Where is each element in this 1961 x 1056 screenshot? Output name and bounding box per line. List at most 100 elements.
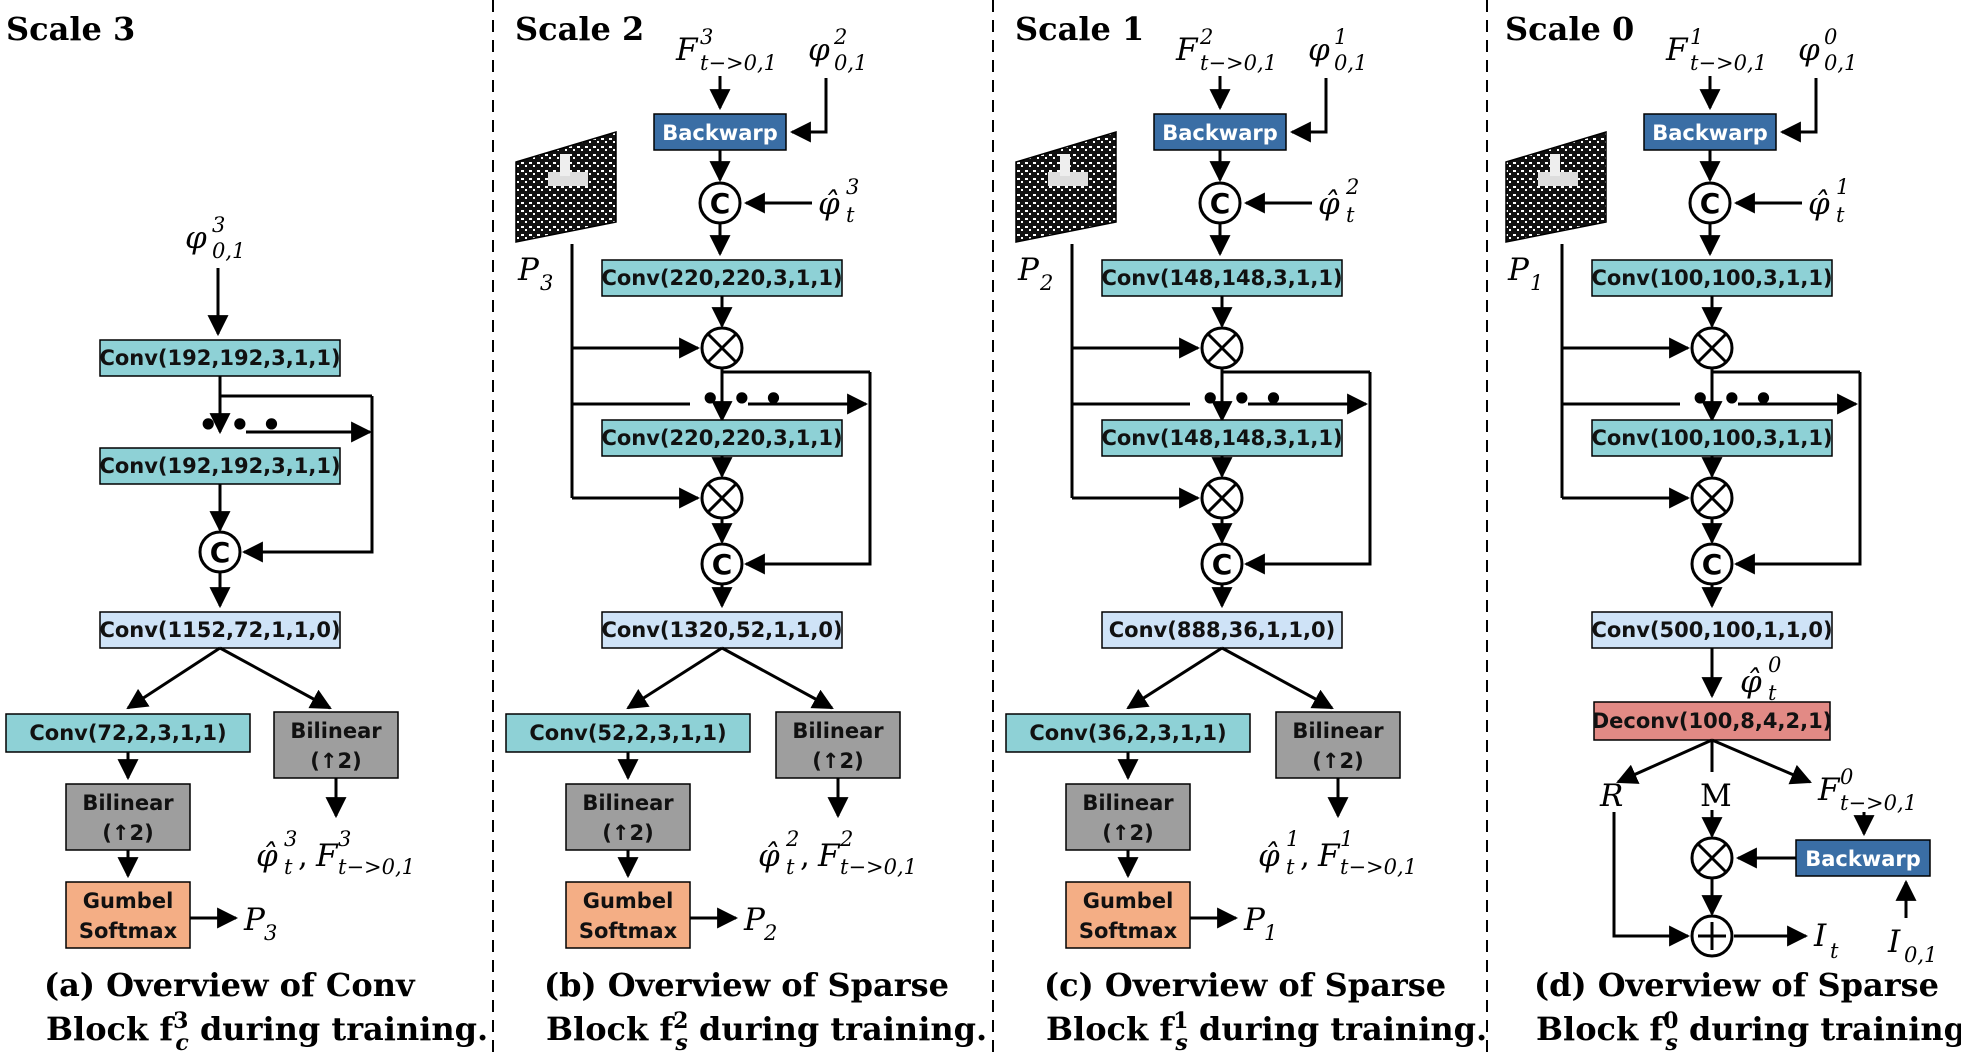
svg-text:0,1: 0,1 [1824, 51, 1857, 75]
conv-block-2-label: Conv(192,192,3,1,1) [99, 454, 340, 478]
ellipsis: • • • [700, 380, 784, 418]
svg-text:I: I [1887, 924, 1901, 960]
svg-text:(↑2): (↑2) [602, 821, 653, 845]
p-output-label: P [243, 902, 266, 938]
svg-text:t: t [786, 855, 795, 879]
conv-block-2 [1101, 419, 1343, 457]
svg-text:Softmax: Softmax [1079, 919, 1178, 943]
conv-out-label: Conv(1152,72,1,1,0) [99, 618, 340, 642]
caption-line-1: (a) Overview of Conv [44, 966, 416, 1004]
svg-text:C: C [1210, 187, 1231, 220]
svg-text:φ: φ [808, 32, 830, 68]
p-output-sub: 2 [763, 921, 777, 945]
caption-line-1: (b) Overview of Sparse [544, 966, 949, 1004]
svg-text:φ̂: φ̂ [256, 838, 278, 874]
svg-text:(↑2): (↑2) [1102, 821, 1153, 845]
svg-text:φ̂: φ̂ [1740, 664, 1762, 700]
svg-text:F: F [817, 838, 841, 874]
ellipsis: • • • [1200, 380, 1284, 418]
gumbel-label-2: Softmax [79, 919, 178, 943]
svg-text:3: 3 [700, 25, 713, 49]
svg-text:1: 1 [1286, 827, 1299, 851]
svg-text:2: 2 [839, 827, 853, 851]
f-input-label: F 2 t−>0,1 [1175, 25, 1277, 75]
conv-out-block [1101, 611, 1343, 649]
deconv-block [1593, 701, 1831, 741]
bilinear-flow-up: (↑2) [310, 749, 361, 773]
svg-text:,: , [298, 838, 308, 874]
svg-text:φ: φ [1308, 32, 1330, 68]
scale-title: Scale 3 [6, 10, 135, 48]
panel-scale-1: Scale 1 F 2 t−>0,1 φ 1 0,1 Backwarp C φ̂… [1005, 10, 1487, 1056]
gumbel-softmax-block [65, 881, 191, 949]
f-input-label: F 3 t−>0,1 [675, 25, 777, 75]
gumbel-softmax-block [565, 881, 691, 949]
svg-text:φ: φ [1798, 32, 1820, 68]
output-phihat-flow: φ̂ 2 t , F 2 t−>0,1 [758, 827, 917, 879]
svg-text:1: 1 [1530, 271, 1543, 295]
f0-label: F 0 t−>0,1 [1817, 765, 1917, 815]
p-output-label: P [1243, 902, 1266, 938]
svg-text:Bilinear: Bilinear [1082, 791, 1174, 815]
svg-text:F: F [1317, 838, 1341, 874]
i-output-label: I t [1813, 918, 1839, 963]
p-input-label: P 2 [1017, 252, 1053, 295]
svg-text:C: C [1700, 187, 1721, 220]
backwarp-block-2 [1795, 839, 1931, 877]
svg-text:Deconv(100,8,4,2,1): Deconv(100,8,4,2,1) [1592, 709, 1833, 733]
r-label: R [1599, 778, 1623, 814]
svg-text:φ̂: φ̂ [818, 186, 840, 222]
ellipsis: • • • [198, 406, 282, 444]
svg-text:0: 0 [1840, 765, 1853, 789]
svg-text:Conv(148,148,3,1,1): Conv(148,148,3,1,1) [1101, 266, 1342, 290]
backwarp-block [1643, 113, 1777, 151]
svg-text:F: F [315, 838, 339, 874]
svg-text:Conv(52,2,3,1,1): Conv(52,2,3,1,1) [529, 721, 726, 745]
phihat-input-label: φ̂ 2 t [1318, 175, 1359, 227]
conv-block-1 [601, 259, 843, 297]
phihat0-label: φ̂ 0 t [1740, 653, 1781, 705]
conv-block-2 [601, 419, 843, 457]
svg-text:3: 3 [284, 827, 297, 851]
svg-text:φ̂: φ̂ [1318, 186, 1340, 222]
svg-text:C: C [712, 548, 733, 581]
concat-label: C [210, 536, 231, 569]
svg-text:t: t [1830, 939, 1839, 963]
svg-text:φ̂: φ̂ [1808, 186, 1830, 222]
panel-scale-2: Scale 2 F 3 t−>0,1 φ 2 0,1 Backwarp C φ̂… [505, 10, 987, 1056]
svg-text:2: 2 [1039, 271, 1053, 295]
svg-text:P: P [1507, 252, 1530, 288]
conv-block-2 [1591, 419, 1833, 457]
svg-text:t−>0,1: t−>0,1 [1690, 51, 1767, 75]
conv-block-2 [99, 447, 341, 485]
svg-text:t−>0,1: t−>0,1 [1840, 791, 1917, 815]
svg-text:Gumbel: Gumbel [1083, 889, 1174, 913]
phi-input-label: φ 2 0,1 [808, 25, 867, 75]
svg-text:Conv(100,100,3,1,1): Conv(100,100,3,1,1) [1591, 426, 1832, 450]
phi-input-label: φ 0 0,1 [1798, 25, 1857, 75]
svg-text:1: 1 [1334, 25, 1347, 49]
svg-text:C: C [1212, 548, 1233, 581]
svg-text:C: C [1702, 548, 1723, 581]
panel-scale-3: Scale 3 φ 3 0,1 Conv(192,192,3,1,1) • • … [5, 10, 488, 1056]
svg-text:Backwarp: Backwarp [1652, 121, 1768, 145]
conv-block-1 [99, 339, 341, 377]
p-output-label: P [743, 902, 766, 938]
svg-text:Softmax: Softmax [579, 919, 678, 943]
svg-text:Conv(100,100,3,1,1): Conv(100,100,3,1,1) [1591, 266, 1832, 290]
svg-text:t: t [284, 855, 293, 879]
bilinear-block-mask [565, 783, 691, 851]
gumbel-softmax-block [1065, 881, 1191, 949]
caption-line-1: (c) Overview of Sparse [1044, 966, 1446, 1004]
f-input-label: F 1 t−>0,1 [1665, 25, 1767, 75]
ellipsis: • • • [1690, 380, 1774, 418]
svg-text:2: 2 [1199, 25, 1213, 49]
phi-input-label: φ [185, 220, 207, 256]
svg-text:P: P [517, 252, 540, 288]
svg-text:3: 3 [540, 271, 553, 295]
conv-mask-block [505, 713, 751, 753]
